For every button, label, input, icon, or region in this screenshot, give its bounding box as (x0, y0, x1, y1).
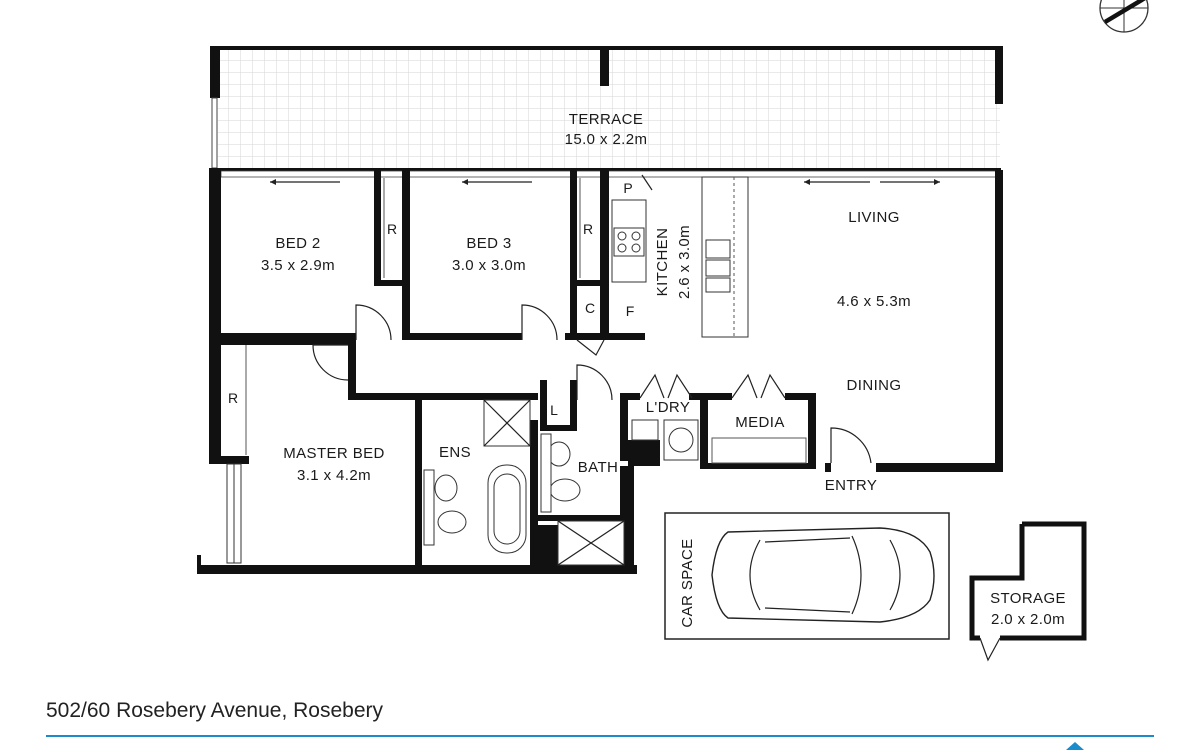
cupboard-tag: C (585, 300, 595, 316)
bed3-size: 3.0 x 3.0m (452, 257, 526, 274)
terrace-label: TERRACE (569, 111, 643, 128)
accent-rule (46, 735, 1154, 737)
bath-label: BATH (578, 459, 619, 476)
master-bed-size: 3.1 x 4.2m (297, 467, 371, 484)
walls (197, 168, 1003, 574)
entry-label: ENTRY (825, 477, 878, 494)
compass-icon (1099, 0, 1149, 33)
property-address: 502/60 Rosebery Avenue, Rosebery (46, 699, 384, 722)
laundry-label: L'DRY (646, 399, 691, 416)
bed3-label: BED 3 (466, 235, 511, 252)
living-label: LIVING (848, 209, 900, 226)
sliding-door-markers (270, 179, 940, 185)
master-robe-tag: R (228, 390, 238, 406)
terrace-area (210, 46, 1003, 170)
ensuite-label: ENS (439, 444, 471, 461)
car-icon (711, 527, 935, 623)
kitchen-size: 2.6 x 3.0m (676, 225, 693, 299)
car-space-label: CAR SPACE (679, 538, 696, 627)
bed2-label: BED 2 (275, 235, 320, 252)
master-bed-label: MASTER BED (283, 445, 385, 462)
pantry-tag: P (623, 180, 632, 196)
storage-size: 2.0 x 2.0m (991, 611, 1065, 628)
linen-tag: L (550, 402, 558, 418)
fridge-tag: F (626, 303, 635, 319)
storage-outline (969, 521, 1087, 662)
dining-label: DINING (847, 377, 902, 394)
living-size: 4.6 x 5.3m (837, 293, 911, 310)
bathroom-fixtures (423, 399, 807, 566)
bed2-robe-tag: R (387, 221, 397, 237)
bed3-robe-tag: R (583, 221, 593, 237)
door-swings (312, 174, 872, 464)
brand-mark-icon (1066, 742, 1084, 750)
kitchen-fixtures (611, 176, 749, 338)
car-space (664, 512, 950, 640)
terrace-size: 15.0 x 2.2m (565, 131, 648, 148)
bed2-size: 3.5 x 2.9m (261, 257, 335, 274)
kitchen-label: KITCHEN (654, 228, 671, 297)
robes (245, 178, 581, 455)
media-label: MEDIA (735, 414, 785, 431)
storage-label: STORAGE (990, 590, 1066, 607)
